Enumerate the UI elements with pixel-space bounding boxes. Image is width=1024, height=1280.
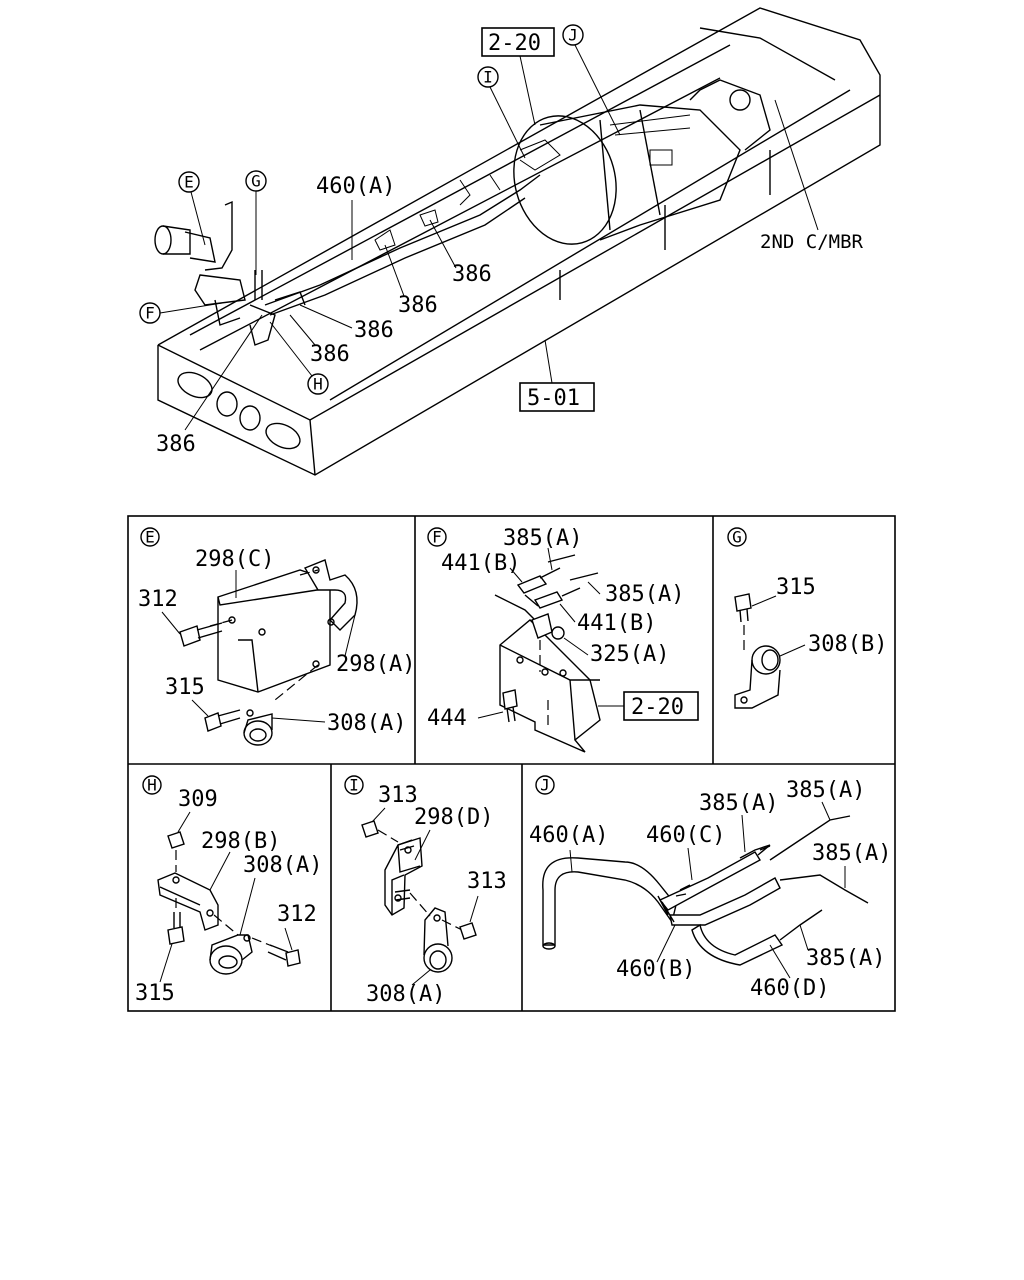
panel-i: I 313 298(D) 313 308(A) xyxy=(344,775,507,1007)
label-386-a: 386 xyxy=(429,219,492,287)
svg-text:308(B): 308(B) xyxy=(808,632,887,657)
label-386-e: 386 xyxy=(156,314,263,457)
svg-text:312: 312 xyxy=(138,587,178,612)
svg-text:386: 386 xyxy=(398,293,438,318)
svg-text:386: 386 xyxy=(310,342,350,367)
svg-text:386: 386 xyxy=(156,432,196,457)
ref-2-20-top: 2-20 xyxy=(481,27,555,126)
callout-j: J xyxy=(562,24,621,136)
svg-text:F: F xyxy=(432,528,442,547)
svg-text:385(A): 385(A) xyxy=(503,526,582,551)
svg-text:460(A): 460(A) xyxy=(316,174,395,199)
svg-text:2ND C/MBR: 2ND C/MBR xyxy=(760,231,864,253)
detail-grid xyxy=(127,515,896,1012)
svg-text:I: I xyxy=(483,68,493,87)
svg-text:325(A): 325(A) xyxy=(590,642,669,667)
svg-text:G: G xyxy=(251,172,261,191)
svg-text:441(B): 441(B) xyxy=(577,611,656,636)
svg-text:H: H xyxy=(313,375,323,394)
svg-text:315: 315 xyxy=(165,675,205,700)
svg-text:J: J xyxy=(540,776,550,795)
svg-text:E: E xyxy=(145,528,155,547)
svg-text:298(D): 298(D) xyxy=(414,805,493,830)
svg-text:315: 315 xyxy=(135,981,175,1006)
label-386-c: 386 xyxy=(299,304,394,343)
panel-e: E 298(C) 312 298(A) 315 308(A) xyxy=(138,527,415,746)
svg-text:2-20: 2-20 xyxy=(631,695,684,720)
svg-text:441(B): 441(B) xyxy=(441,551,520,576)
svg-text:5-01: 5-01 xyxy=(527,386,580,411)
panel-g: G 315 308(B) xyxy=(727,527,887,709)
callout-i: I xyxy=(477,66,526,159)
svg-text:298(B): 298(B) xyxy=(201,829,280,854)
callout-g: G xyxy=(245,170,267,275)
svg-text:308(A): 308(A) xyxy=(327,711,406,736)
svg-text:I: I xyxy=(349,776,359,795)
svg-text:313: 313 xyxy=(467,869,507,894)
callout-h: H xyxy=(269,321,329,395)
panel-j: J 460(A) 460(C) 385(A) 385(A) 385(A) 460… xyxy=(529,775,891,1001)
svg-text:G: G xyxy=(732,528,742,547)
svg-text:385(A): 385(A) xyxy=(605,582,684,607)
panel-f: F 385(A) 441(B) 385(A) 441(B) 325(A) 444 xyxy=(427,526,699,753)
svg-text:386: 386 xyxy=(452,262,492,287)
svg-text:298(C): 298(C) xyxy=(195,547,274,572)
frame-overview xyxy=(154,7,881,476)
svg-text:F: F xyxy=(145,304,155,323)
svg-text:2-20: 2-20 xyxy=(488,31,541,56)
svg-text:444: 444 xyxy=(427,706,467,731)
svg-text:308(A): 308(A) xyxy=(243,853,322,878)
svg-text:385(A): 385(A) xyxy=(812,841,891,866)
svg-text:E: E xyxy=(184,173,194,192)
label-386-d: 386 xyxy=(289,314,350,367)
svg-text:308(A): 308(A) xyxy=(366,982,445,1007)
ref-5-01: 5-01 xyxy=(519,339,595,412)
svg-text:298(A): 298(A) xyxy=(336,652,415,677)
label-460a: 460(A) xyxy=(316,174,395,260)
svg-text:386: 386 xyxy=(354,318,394,343)
label-2nd-cmbr: 2ND C/MBR xyxy=(760,99,864,253)
label-386-b: 386 xyxy=(384,244,438,318)
svg-text:385(A): 385(A) xyxy=(786,778,865,803)
callout-f: F xyxy=(139,302,223,324)
svg-text:460(C): 460(C) xyxy=(646,823,725,848)
svg-text:385(A): 385(A) xyxy=(699,791,778,816)
svg-text:313: 313 xyxy=(378,783,418,808)
svg-text:H: H xyxy=(147,776,157,795)
svg-text:460(D): 460(D) xyxy=(750,976,829,1001)
svg-text:460(A): 460(A) xyxy=(529,823,608,848)
svg-text:460(B): 460(B) xyxy=(616,957,695,982)
svg-text:J: J xyxy=(568,26,578,45)
panel-h: H 309 298(B) 308(A) 312 315 xyxy=(135,775,322,1006)
svg-text:315: 315 xyxy=(776,575,816,600)
svg-text:312: 312 xyxy=(277,902,317,927)
callout-e: E xyxy=(178,171,206,246)
svg-text:385(A): 385(A) xyxy=(806,946,885,971)
svg-text:309: 309 xyxy=(178,787,218,812)
